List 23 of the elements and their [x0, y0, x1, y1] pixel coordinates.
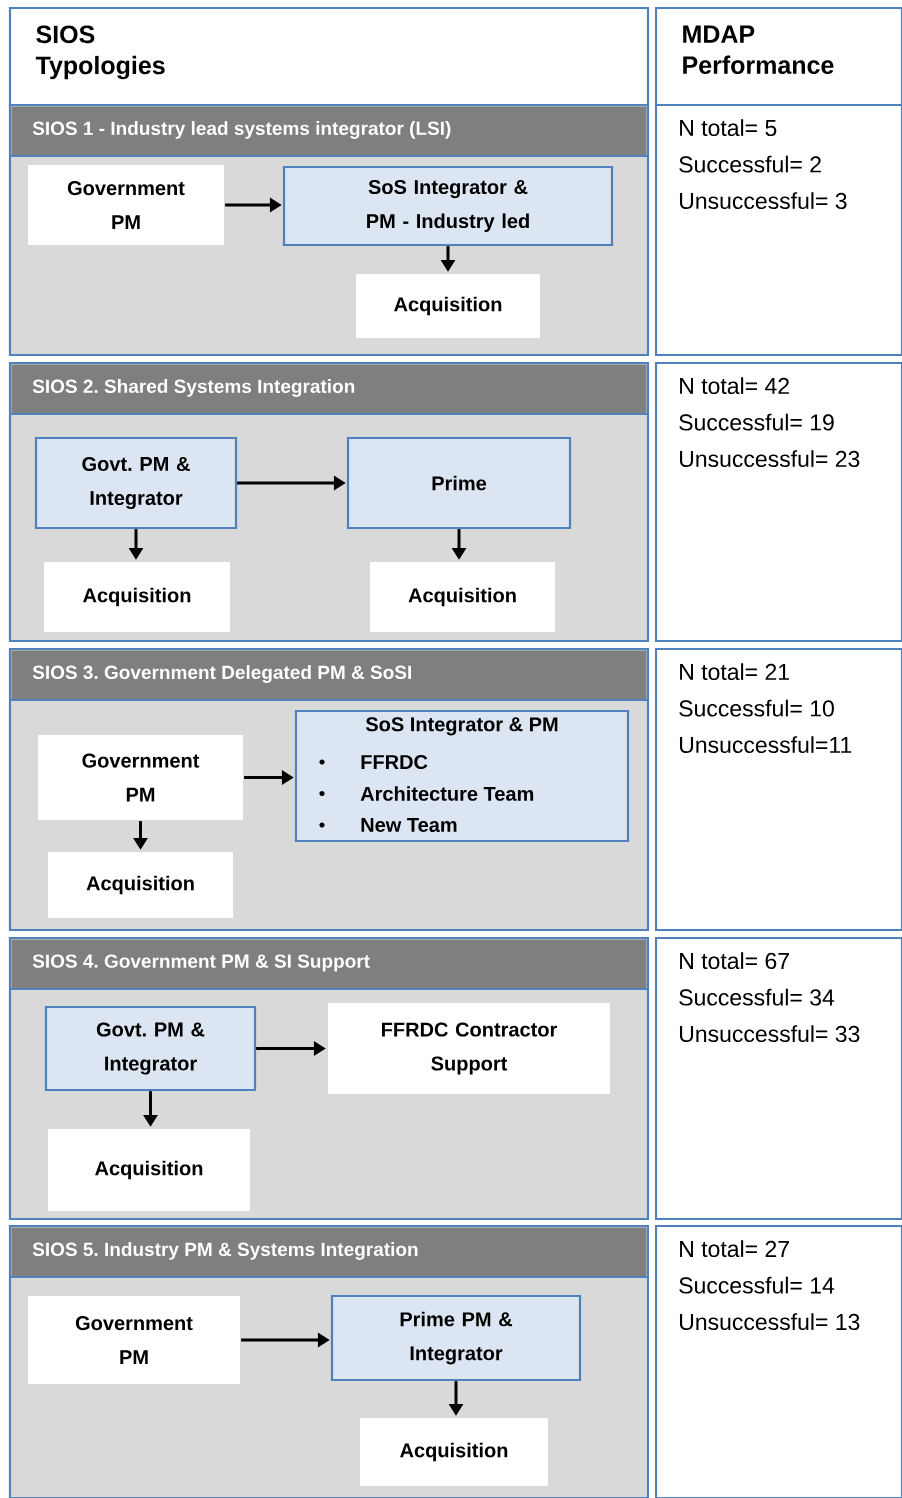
stats-cell: N total= 42 Successful= 19 Unsuccessful= 23 — [654, 361, 902, 643]
label-box: Acquisition — [48, 852, 233, 918]
label-box: Acquisition — [48, 1129, 250, 1211]
process-box: Prime PM & Integrator — [330, 1294, 582, 1382]
stats-cell: N total= 67 Successful= 34 Unsuccessful= 33 — [654, 936, 902, 1221]
process-box: Govt. PM & Integrator — [44, 1005, 257, 1092]
label-box: Acquisition — [356, 274, 540, 338]
stats-cell: N total= 21 Successful= 10 Unsuccessful=11 — [654, 647, 902, 932]
process-box: Govt. PM & Integrator — [34, 436, 238, 530]
stats-cell: N total= 27 Successful= 14 Unsuccessful= 13 — [654, 1224, 902, 1498]
process-box: SoS Integrator & PM - Industry led — [282, 165, 614, 247]
label-box: Government PM — [38, 735, 243, 820]
label-box: Acquisition — [44, 562, 230, 632]
process-box: SoS Integrator & PM FFRDC Architecture Team New Team — [294, 709, 630, 843]
header-cell: SIOS Typologies — [8, 6, 650, 107]
label-box: Government PM — [28, 1296, 240, 1384]
label-box: Acquisition — [360, 1418, 548, 1486]
stats-cell: N total= 5 Successful= 2 Unsuccessful= 3 — [654, 103, 902, 357]
label-box: FFRDC Contractor Support — [328, 1003, 610, 1094]
header-cell: MDAP Performance — [654, 6, 902, 107]
process-box: Prime — [346, 436, 572, 530]
label-box: Government PM — [28, 165, 224, 245]
label-box: Acquisition — [370, 562, 555, 632]
